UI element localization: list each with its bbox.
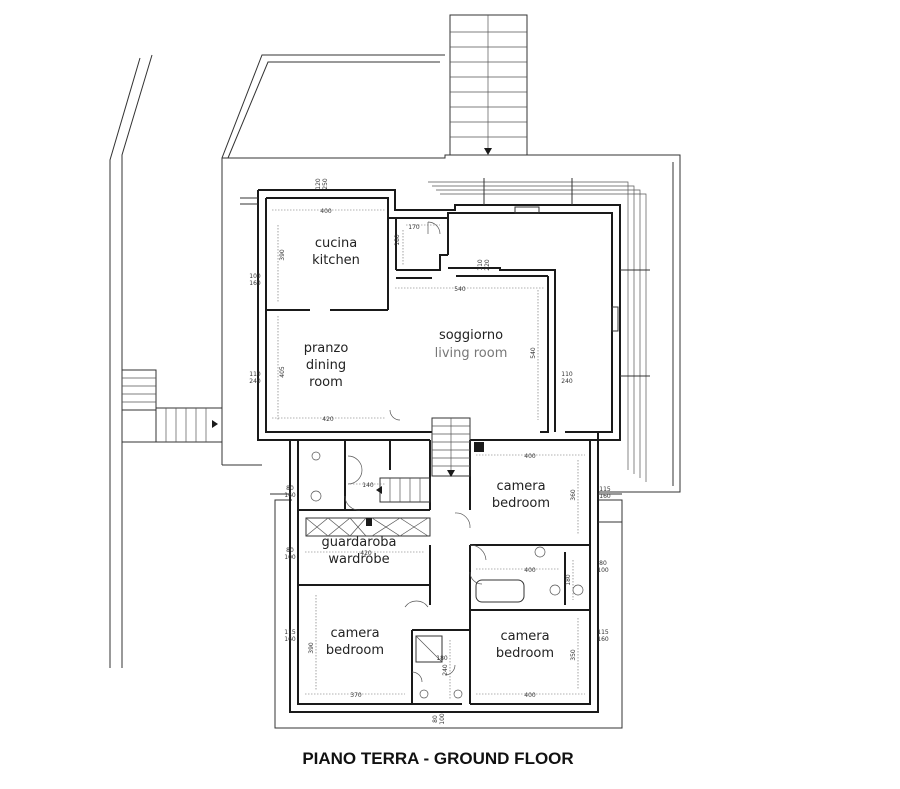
bedroom-ne-label-it: camera [496, 479, 545, 494]
win-bed-se-1: 115 [597, 629, 609, 636]
doors [344, 221, 487, 683]
bedroom-sw-label-it: camera [330, 626, 379, 641]
dim-bedroom-sw-h: 390 [308, 642, 315, 654]
win-bath2-2: 100 [597, 567, 609, 574]
win-bed-se-2: 160 [597, 636, 609, 643]
house-walls [257, 181, 647, 713]
win-bath3-1: 80 [432, 715, 439, 723]
win-hall-1: 110 [477, 259, 484, 271]
dim-bath3-h: 240 [442, 664, 449, 676]
win-bath2-1: 80 [599, 560, 607, 567]
win-top-1: 120 [315, 178, 322, 190]
win-hall-2: 220 [484, 259, 491, 271]
win-bath3-2: 100 [439, 713, 446, 725]
win-bed-sw-2: 160 [284, 636, 296, 643]
kitchen-label-en: kitchen [312, 253, 360, 268]
win-ward-1: 80 [286, 547, 294, 554]
wardrobe-label-en: wardrobe [328, 552, 389, 567]
interior-stairs [376, 417, 471, 503]
dim-bath-w: 140 [362, 482, 374, 489]
dim-hall-h: 180 [394, 234, 401, 246]
plan-title: PIANO TERRA - GROUND FLOOR [302, 749, 573, 768]
dim-kitchen-w: 400 [320, 208, 332, 215]
bedroom-se-label-it: camera [500, 629, 549, 644]
dining-label-en2: room [309, 375, 343, 390]
bedroom-ne-label-en: bedroom [492, 496, 550, 511]
dim-dining-w: 420 [322, 416, 334, 423]
win-living-2: 240 [561, 378, 573, 385]
dim-bedroom-se-h: 350 [570, 649, 577, 661]
dim-bedroom-se-w: 400 [524, 692, 536, 699]
dim-bedroom-ne-h: 360 [570, 489, 577, 501]
dim-bedroom-sw-w: 370 [350, 692, 362, 699]
room-labels: cucina kitchen pranzo dining room soggio… [304, 236, 554, 661]
left-stairs [121, 369, 223, 443]
win-living-1: 110 [561, 371, 573, 378]
win-kitchen-2: 160 [249, 280, 261, 287]
dimension-lines [272, 209, 585, 700]
dim-wardrobe-w: 420 [360, 550, 372, 557]
dim-bedroom-ne-w: 400 [524, 453, 536, 460]
dim-bath3-w: 180 [436, 655, 448, 662]
dim-kitchen-h: 390 [279, 249, 286, 261]
bedroom-se-label-en: bedroom [496, 646, 554, 661]
win-bed-ne-1: 115 [599, 486, 611, 493]
win-dining-2: 240 [249, 378, 261, 385]
win-west-1: 80 [286, 485, 294, 492]
dimension-labels: 400 390 170 180 540 540 405 420 140 400 … [279, 208, 577, 699]
win-west-2: 160 [284, 492, 296, 499]
win-kitchen-1: 100 [249, 273, 261, 280]
window-marks [240, 178, 650, 523]
dining-label-en1: dining [306, 358, 346, 373]
wardrobe-label-it: guardaroba [321, 535, 396, 550]
dim-dining-h: 405 [279, 366, 286, 378]
win-dining-1: 110 [249, 371, 261, 378]
interior-walls [266, 217, 590, 704]
site-outline [109, 54, 681, 729]
bedroom-sw-label-en: bedroom [326, 643, 384, 658]
win-ward-2: 100 [284, 554, 296, 561]
window-labels: 120 250 110 220 100 160 110 240 110 240 … [249, 178, 611, 725]
dim-hall-w: 170 [408, 224, 420, 231]
dining-label-it: pranzo [304, 341, 349, 356]
dim-bath2-w: 400 [524, 567, 536, 574]
dim-living-h: 540 [530, 347, 537, 359]
dim-bath2-h: 180 [565, 574, 572, 586]
kitchen-label-it: cucina [315, 236, 357, 251]
win-bed-sw-1: 115 [284, 629, 296, 636]
dim-living-w: 540 [454, 286, 466, 293]
win-top-2: 250 [322, 178, 329, 190]
living-label-en: living room [435, 346, 508, 361]
win-bed-ne-2: 160 [599, 493, 611, 500]
living-label-it: soggiorno [439, 328, 503, 343]
top-stairs [449, 14, 528, 156]
fixtures [305, 206, 619, 699]
